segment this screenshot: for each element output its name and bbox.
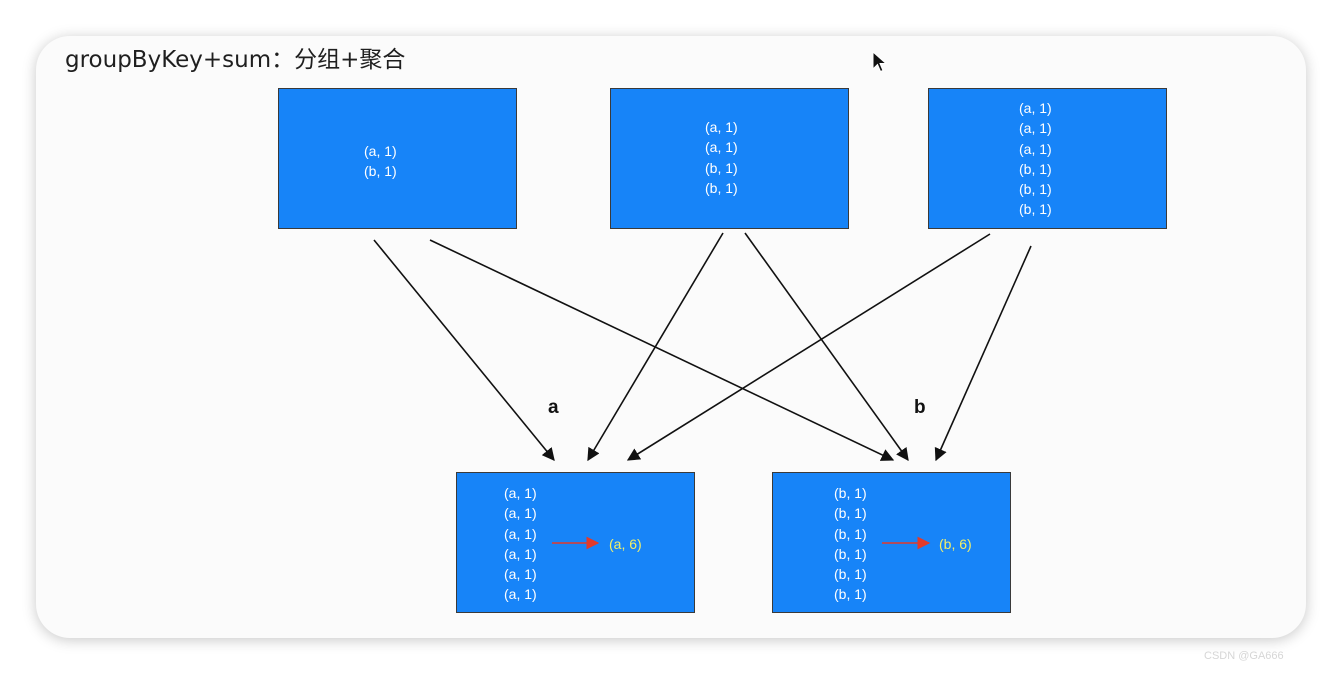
arrow-p3-to-a	[626, 233, 991, 461]
source-partition-3: (a, 1) (a, 1) (a, 1) (b, 1) (b, 1) (b, 1…	[928, 88, 1167, 229]
record: (b, 1)	[1019, 181, 1052, 198]
aggregated-result-a: (a, 6)	[609, 536, 642, 552]
record: (b, 1)	[1019, 160, 1052, 177]
record: (b, 1)	[834, 545, 867, 562]
arrow-p2-to-a	[587, 232, 724, 462]
record: (a, 1)	[364, 143, 397, 159]
partition-1-records: (a, 1) (b, 1)	[364, 141, 397, 182]
group-a-records: (a, 1) (a, 1) (a, 1) (a, 1) (a, 1) (a, 1…	[504, 483, 537, 605]
group-b-records: (b, 1) (b, 1) (b, 1) (b, 1) (b, 1) (b, 1…	[834, 483, 867, 605]
aggregated-result-b: (b, 6)	[939, 536, 972, 552]
record: (a, 1)	[1019, 120, 1052, 137]
partition-3-records: (a, 1) (a, 1) (a, 1) (b, 1) (b, 1) (b, 1…	[1019, 98, 1052, 220]
record: (a, 1)	[504, 505, 537, 522]
record: (a, 1)	[504, 485, 537, 501]
record: (a, 1)	[1019, 100, 1052, 116]
source-partition-1: (a, 1) (b, 1)	[278, 88, 517, 229]
source-partition-2: (a, 1) (a, 1) (b, 1) (b, 1)	[610, 88, 849, 229]
group-label-b: b	[914, 397, 926, 418]
record: (a, 1)	[504, 545, 537, 562]
arrow-p1-to-b	[429, 239, 895, 461]
arrow-p1-to-a	[373, 239, 555, 461]
arrow-p3-to-b	[934, 245, 1032, 462]
record: (b, 1)	[705, 179, 738, 196]
record: (b, 1)	[834, 586, 867, 603]
record: (b, 1)	[705, 159, 738, 176]
record: (b, 1)	[364, 163, 397, 180]
record: (a, 1)	[1019, 140, 1052, 157]
record: (b, 1)	[834, 485, 867, 501]
record: (b, 1)	[834, 566, 867, 583]
record: (a, 1)	[705, 119, 738, 135]
record: (a, 1)	[504, 586, 537, 603]
record: (a, 1)	[504, 525, 537, 542]
slide-title: groupByKey+sum：分组+聚合	[65, 47, 406, 73]
record: (b, 1)	[834, 505, 867, 522]
arrow-p2-to-b	[744, 232, 909, 462]
target-partition-a: (a, 1) (a, 1) (a, 1) (a, 1) (a, 1) (a, 1…	[456, 472, 695, 613]
mouse-cursor-icon	[872, 51, 888, 73]
group-label-a: a	[548, 397, 559, 418]
watermark: CSDN @GA666	[1204, 650, 1284, 662]
partition-2-records: (a, 1) (a, 1) (b, 1) (b, 1)	[705, 117, 738, 198]
record: (a, 1)	[504, 566, 537, 583]
record: (a, 1)	[705, 139, 738, 156]
record: (b, 1)	[834, 525, 867, 542]
record: (b, 1)	[1019, 201, 1052, 218]
